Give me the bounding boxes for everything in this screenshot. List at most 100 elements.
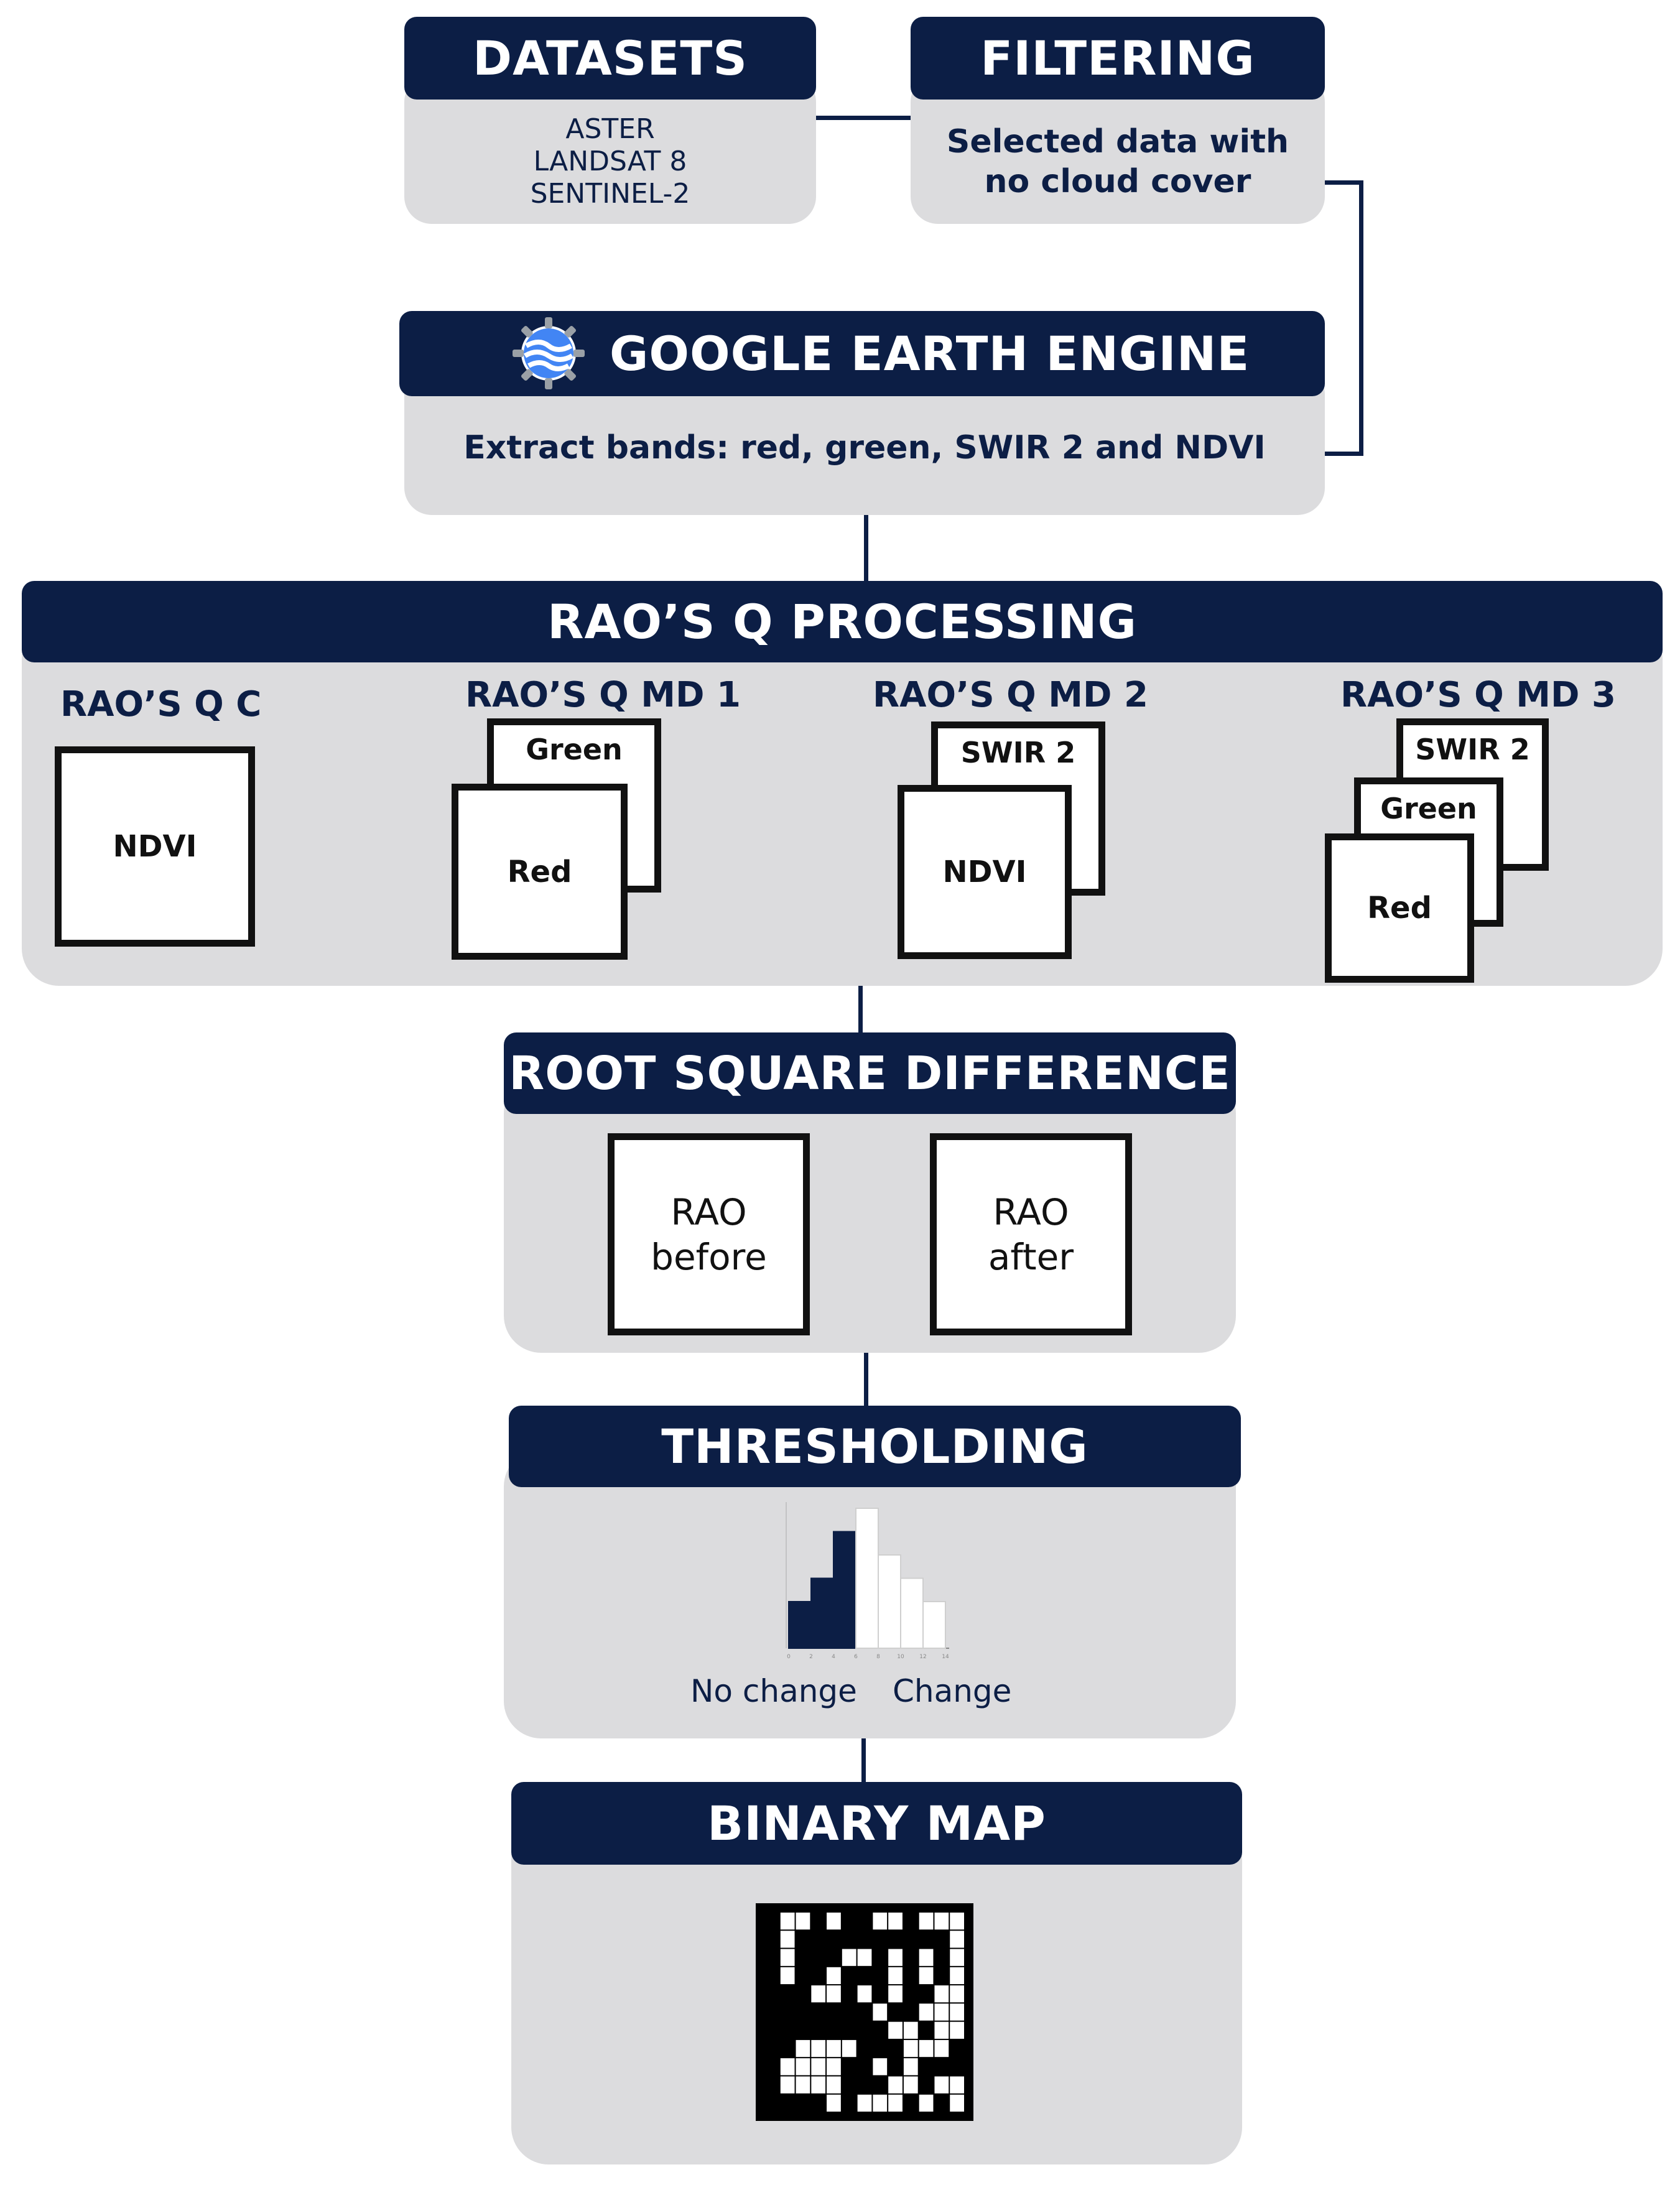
raosq-md3-label: RAO’S Q MD 3 bbox=[1340, 675, 1616, 715]
binary-map-cell bbox=[903, 2021, 918, 2039]
histogram-bar bbox=[878, 1554, 901, 1649]
change-label: Change bbox=[893, 1673, 1012, 1709]
binary-map-cell bbox=[934, 1985, 949, 2003]
rsd-after-line2: after bbox=[988, 1235, 1074, 1278]
binary-map-cell bbox=[780, 2076, 795, 2094]
binary-map-cell bbox=[888, 2076, 903, 2094]
binary-map-cell bbox=[857, 2094, 872, 2112]
raosq-md3-swir: SWIR 2 bbox=[1415, 733, 1530, 766]
gee-header: GOOGLE EARTH ENGINE bbox=[399, 311, 1325, 396]
rsd-after-line1: RAO bbox=[993, 1190, 1069, 1233]
connector-filtering-gee-h2 bbox=[1325, 452, 1363, 456]
binary-map-cell bbox=[873, 2094, 888, 2112]
binary-map-cell bbox=[888, 1985, 903, 2003]
binary-map-cell bbox=[780, 2058, 795, 2076]
histogram-bar bbox=[855, 1508, 879, 1649]
binary-map-cell bbox=[811, 2039, 826, 2057]
connector-datasets-filtering bbox=[816, 116, 911, 120]
binary-map-cell bbox=[950, 2021, 964, 2039]
binary-map-cell bbox=[827, 2076, 841, 2094]
binary-map-cell bbox=[873, 2003, 888, 2021]
binary-map-cell bbox=[888, 1949, 903, 1966]
binary-map-cell bbox=[950, 1931, 964, 1948]
raosq-c-ndvi: NDVI bbox=[113, 829, 197, 864]
rsd-before-line2: before bbox=[651, 1235, 767, 1278]
google-earth-engine-icon bbox=[511, 316, 586, 391]
binary-map-cell bbox=[888, 2094, 903, 2112]
binary-map-cell bbox=[842, 1949, 856, 1966]
binary-map-cell bbox=[888, 1967, 903, 1985]
connector-raosq-rsd bbox=[858, 986, 863, 1032]
binary-map-cell bbox=[934, 2039, 949, 2057]
connector-gee-raosq bbox=[864, 515, 868, 581]
binary-map-cell bbox=[934, 2021, 949, 2039]
binary-map-cell bbox=[903, 2039, 918, 2057]
histogram-tick-label: 6 bbox=[854, 1654, 858, 1660]
filtering-panel bbox=[911, 75, 1325, 224]
filtering-line-1: Selected data with bbox=[946, 123, 1289, 160]
binary-map-cell bbox=[950, 1913, 964, 1930]
binary-map-cell bbox=[796, 1913, 810, 1930]
dataset-sentinel: SENTINEL-2 bbox=[530, 178, 690, 210]
raosq-md1-red: Red bbox=[507, 854, 572, 889]
filtering-text: Selected data with no cloud cover bbox=[911, 122, 1325, 202]
binary-map-cell bbox=[919, 1949, 934, 1966]
filtering-header: FILTERING bbox=[911, 17, 1325, 100]
binary-map-cell bbox=[934, 1913, 949, 1930]
binary-map-cell bbox=[827, 2058, 841, 2076]
raosq-md1-green: Green bbox=[526, 733, 623, 766]
binary-map-cell bbox=[780, 1931, 795, 1948]
binary-map-cell bbox=[934, 2076, 949, 2094]
binary-map-cell bbox=[888, 2021, 903, 2039]
dataset-landsat: LANDSAT 8 bbox=[533, 146, 687, 177]
binary-map-cell bbox=[827, 2094, 841, 2112]
connector-filtering-gee-v bbox=[1359, 180, 1363, 456]
binary-map-cell bbox=[827, 1967, 841, 1985]
binary-map-cell bbox=[827, 2039, 841, 2057]
histogram-bar bbox=[922, 1601, 946, 1649]
connector-filtering-gee-h1 bbox=[1325, 180, 1363, 185]
binary-map-cell bbox=[796, 2058, 810, 2076]
binary-map-cell bbox=[903, 2058, 918, 2076]
binary-map-cell bbox=[919, 1913, 934, 1930]
histogram-tick-label: 10 bbox=[897, 1654, 904, 1660]
gee-text: Extract bands: red, green, SWIR 2 and ND… bbox=[463, 429, 1266, 466]
binary-map-cell bbox=[919, 2094, 934, 2112]
histogram-tick-label: 4 bbox=[832, 1654, 835, 1660]
datasets-header: DATASETS bbox=[404, 17, 816, 100]
connector-threshold-binary bbox=[861, 1738, 866, 1782]
binary-map-cell bbox=[796, 2039, 810, 2057]
binary-map-cell bbox=[919, 2039, 934, 2057]
raosq-md2-ndvi: NDVI bbox=[942, 855, 1027, 889]
raosq-md3-green: Green bbox=[1380, 792, 1477, 825]
binary-map-cell bbox=[919, 1967, 934, 1985]
histogram-bar bbox=[788, 1601, 812, 1649]
histogram-tick-label: 12 bbox=[919, 1654, 926, 1660]
binary-map-cell bbox=[950, 2003, 964, 2021]
binary-map-cell bbox=[919, 2003, 934, 2021]
binary-map-cell bbox=[950, 1949, 964, 1966]
binary-header: BINARY MAP bbox=[511, 1782, 1242, 1865]
histogram-tick-label: 8 bbox=[876, 1654, 880, 1660]
filtering-line-2: no cloud cover bbox=[984, 163, 1251, 200]
raosq-md1-red-card: Red bbox=[452, 784, 628, 960]
raosq-md1-label: RAO’S Q MD 1 bbox=[465, 675, 741, 715]
binary-map-cell bbox=[811, 2076, 826, 2094]
binary-map-cell bbox=[857, 1949, 872, 1966]
binary-map-cell bbox=[873, 2058, 888, 2076]
binary-map-cell bbox=[950, 1967, 964, 1985]
histogram-bar bbox=[833, 1531, 856, 1649]
binary-map-grid bbox=[756, 1903, 973, 2121]
histogram-bar bbox=[810, 1577, 834, 1649]
binary-map-cell bbox=[934, 2003, 949, 2021]
binary-map-cell bbox=[780, 1949, 795, 1966]
datasets-panel bbox=[404, 75, 816, 224]
connector-rsd-threshold bbox=[864, 1353, 868, 1406]
raosq-md2-ndvi-card: NDVI bbox=[898, 785, 1072, 959]
binary-map-cell bbox=[827, 1913, 841, 1930]
histogram-bar bbox=[900, 1577, 924, 1649]
rsd-header: ROOT SQUARE DIFFERENCE bbox=[504, 1032, 1236, 1114]
